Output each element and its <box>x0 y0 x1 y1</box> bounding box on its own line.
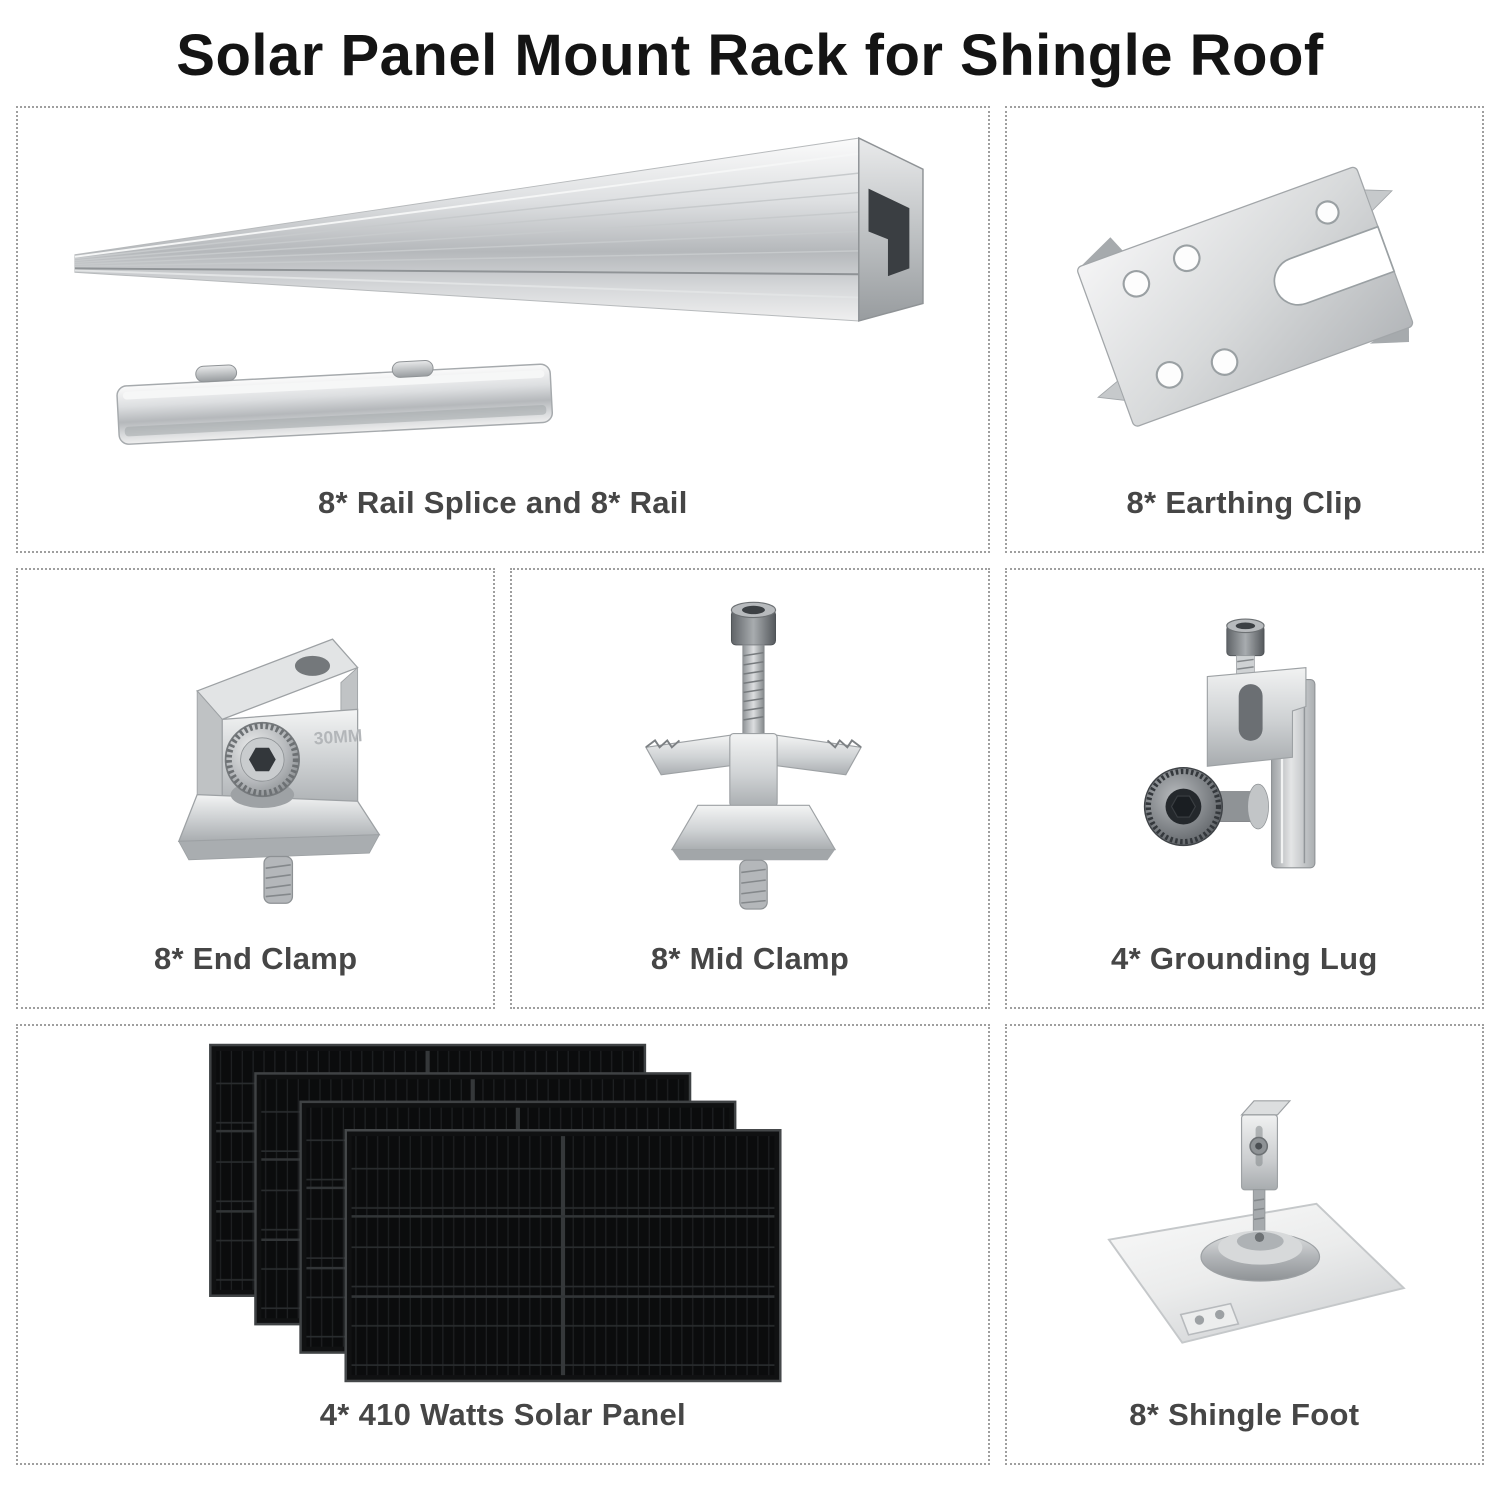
grounding-lug-image-wrap <box>1007 570 1482 935</box>
rail-image-wrap <box>18 108 988 479</box>
shingle-foot-bracket <box>1239 1100 1291 1191</box>
shingle-foot <box>1106 1100 1406 1344</box>
end-clamp-embossed-text: 30MM <box>313 725 363 748</box>
end-clamp-label: 8* End Clamp <box>153 940 358 976</box>
end-clamp-image: 30MM <box>177 638 381 904</box>
rail-and-splice-image <box>74 136 924 445</box>
page-title: Solar Panel Mount Rack for Shingle Roof <box>176 23 1324 88</box>
shingle-foot-image-wrap <box>1007 1026 1482 1391</box>
mid-clamp-bolt <box>731 601 777 734</box>
end-clamp-image-wrap: 30MM <box>18 570 493 935</box>
grounding-lug-bracket <box>1206 666 1307 767</box>
cell-shingle-foot: 8* Shingle Foot <box>1004 1023 1484 1465</box>
shingle-foot-base <box>1200 1230 1320 1282</box>
grounding-lug-image <box>1143 618 1316 869</box>
end-clamp-screw <box>224 721 300 808</box>
mid-clamp-image <box>645 601 863 910</box>
cell-solar-panel: 4* 410 Watts Solar Panel <box>16 1023 990 1465</box>
grounding-lug <box>1143 618 1316 869</box>
cell-end-clamp: 30MM <box>16 567 496 1009</box>
cell-grounding-lug: 4* Grounding Lug <box>1004 567 1484 1009</box>
solar-panels <box>209 1043 782 1383</box>
earthing-clip-image-wrap <box>1007 108 1482 479</box>
cell-earthing-clip: 8* Earthing Clip <box>1004 105 1484 553</box>
mid-clamp-image-wrap <box>512 570 987 935</box>
parts-grid: 8* Rail Splice and 8* Rail <box>0 105 1500 1481</box>
solar-panel-label: 4* 410 Watts Solar Panel <box>319 1396 686 1432</box>
solar-panel-image <box>209 1043 782 1383</box>
grounding-lug-label: 4* Grounding Lug <box>1111 940 1378 976</box>
shingle-foot-stud <box>1252 1189 1265 1234</box>
splice-pins <box>195 359 434 383</box>
solar-panel-image-wrap <box>18 1026 988 1391</box>
cell-rail: 8* Rail Splice and 8* Rail <box>16 105 990 553</box>
rail-label: 8* Rail Splice and 8* Rail <box>318 484 688 520</box>
rail <box>74 136 924 322</box>
end-clamp-bolt <box>263 855 294 904</box>
mid-clamp <box>645 601 863 910</box>
rail-splice <box>116 359 554 445</box>
grounding-lug-screw <box>1225 618 1265 677</box>
earthing-clip-image <box>1076 166 1413 427</box>
grounding-lug-bolt <box>1143 766 1269 846</box>
end-clamp: 30MM <box>177 638 381 904</box>
shingle-foot-tab <box>1179 1302 1240 1336</box>
mid-clamp-thread-stub <box>739 859 769 910</box>
mid-clamp-body <box>645 732 863 861</box>
shingle-foot-label: 8* Shingle Foot <box>1129 1396 1360 1432</box>
earthing-clip <box>1076 166 1413 427</box>
cell-mid-clamp: 8* Mid Clamp <box>510 567 990 1009</box>
earthing-clip-label: 8* Earthing Clip <box>1126 484 1363 520</box>
shingle-foot-image <box>1106 1100 1406 1344</box>
solar-panel-1 <box>344 1128 782 1383</box>
mid-clamp-label: 8* Mid Clamp <box>650 940 850 976</box>
